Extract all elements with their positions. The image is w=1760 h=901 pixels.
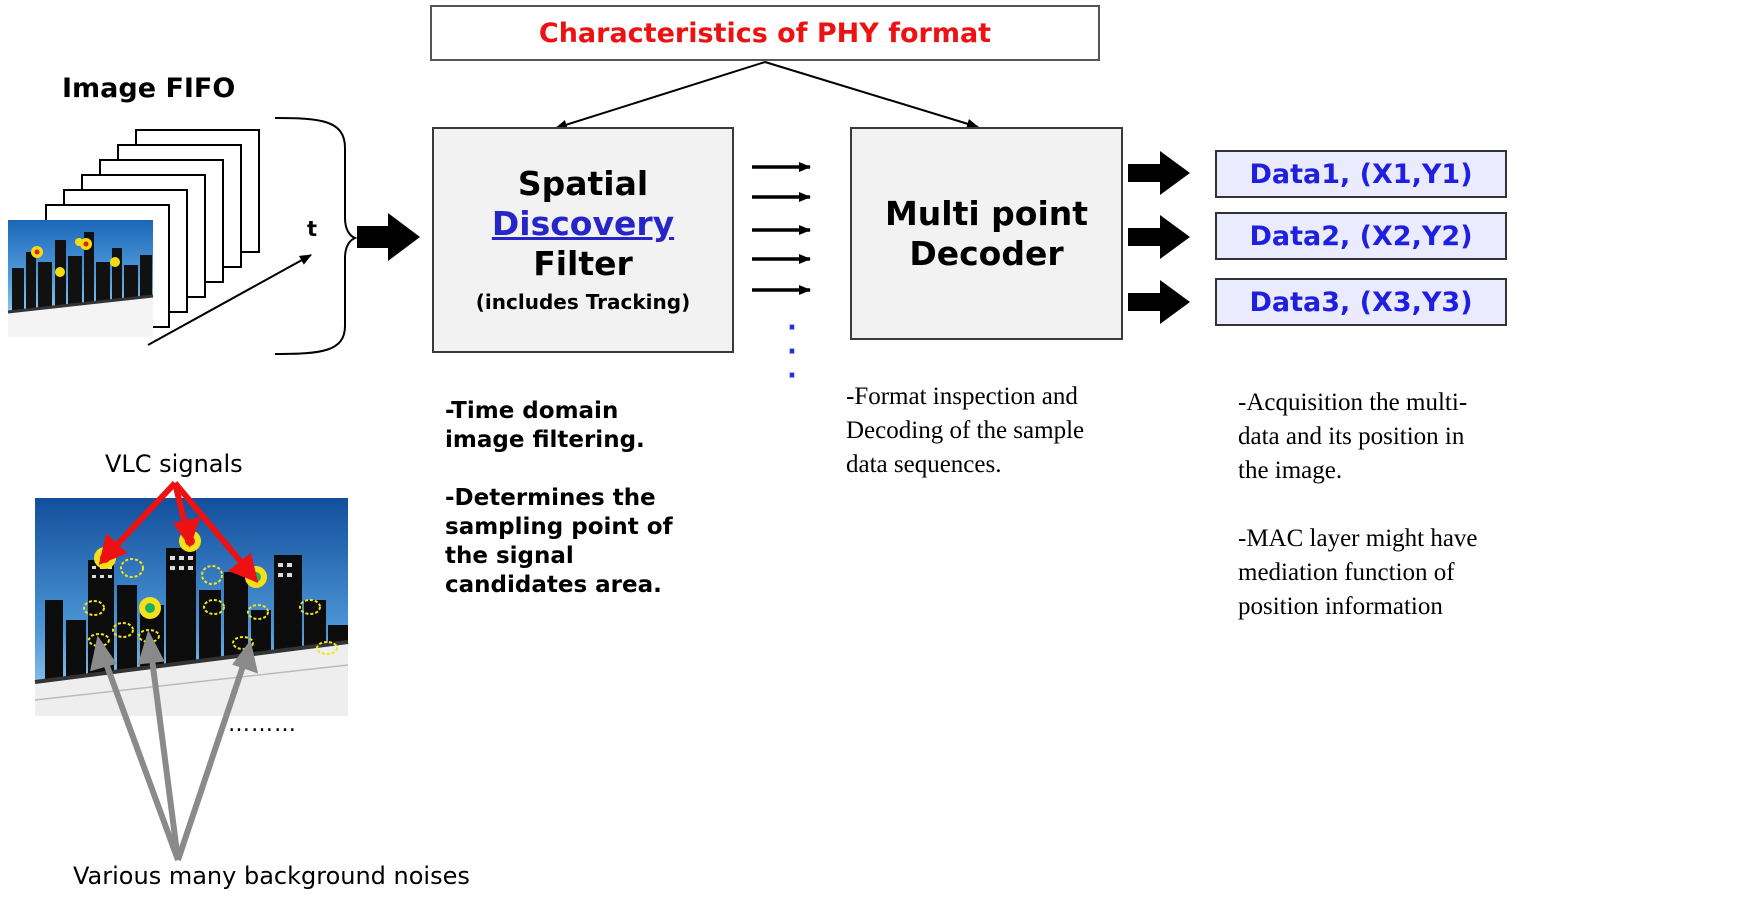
- filter-title-line3: Filter: [533, 244, 633, 283]
- fifo-front-city-image: [7, 220, 154, 337]
- background-noises-label: Various many background noises: [73, 862, 470, 890]
- decoder-title-line2: Decoder: [909, 233, 1064, 273]
- more-streams-dots: · · ·: [787, 313, 797, 391]
- data3-box: Data3, (X3,Y3): [1215, 278, 1507, 326]
- fifo-to-filter-arrow: [357, 213, 420, 261]
- multi-point-decoder-box: Multi point Decoder: [850, 127, 1123, 340]
- discovery-link[interactable]: Discovery: [491, 204, 675, 243]
- data2-box: Data2, (X2,Y2): [1215, 212, 1507, 260]
- filter-to-decoder-arrows: [752, 162, 811, 295]
- phy-format-label: Characteristics of PHY format: [538, 17, 992, 49]
- decoder-title-line1: Multi point: [884, 193, 1089, 233]
- vlc-city-image: [34, 498, 349, 716]
- time-axis-label: t: [307, 217, 318, 241]
- time-axis-arrow: [147, 254, 312, 346]
- filter-description: -Time domain image filtering. -Determine…: [445, 398, 673, 598]
- decoder-to-data2-arrow: [1128, 215, 1190, 259]
- decoder-description: -Format inspection and Decoding of the s…: [846, 383, 1085, 478]
- fifo-brace: [274, 117, 358, 355]
- output-description: -Acquisition the multi- data and its pos…: [1238, 389, 1478, 620]
- data2-label: Data2, (X2,Y2): [1249, 220, 1473, 252]
- phy-format-box: Characteristics of PHY format: [430, 5, 1100, 61]
- phy-to-decoder-arrow: [764, 61, 979, 129]
- data3-label: Data3, (X3,Y3): [1249, 286, 1473, 318]
- vlc-signal-arrows: [98, 480, 259, 583]
- decoder-to-data1-arrow: [1128, 151, 1190, 195]
- filter-subtitle: (includes Tracking): [475, 290, 691, 314]
- more-images-ellipsis: ………: [228, 712, 297, 737]
- data1-label: Data1, (X1,Y1): [1249, 158, 1473, 190]
- noise-arrows: [90, 630, 259, 862]
- filter-title-line1: Spatial: [517, 164, 649, 203]
- decoder-to-data3-arrow: [1128, 280, 1190, 324]
- data1-box: Data1, (X1,Y1): [1215, 150, 1507, 198]
- spatial-discovery-filter-box: Spatial Discovery Filter (includes Track…: [432, 127, 734, 353]
- phy-to-filter-arrow: [555, 61, 766, 130]
- image-fifo-title: Image FIFO: [62, 73, 236, 104]
- vlc-signals-label: VLC signals: [105, 450, 243, 478]
